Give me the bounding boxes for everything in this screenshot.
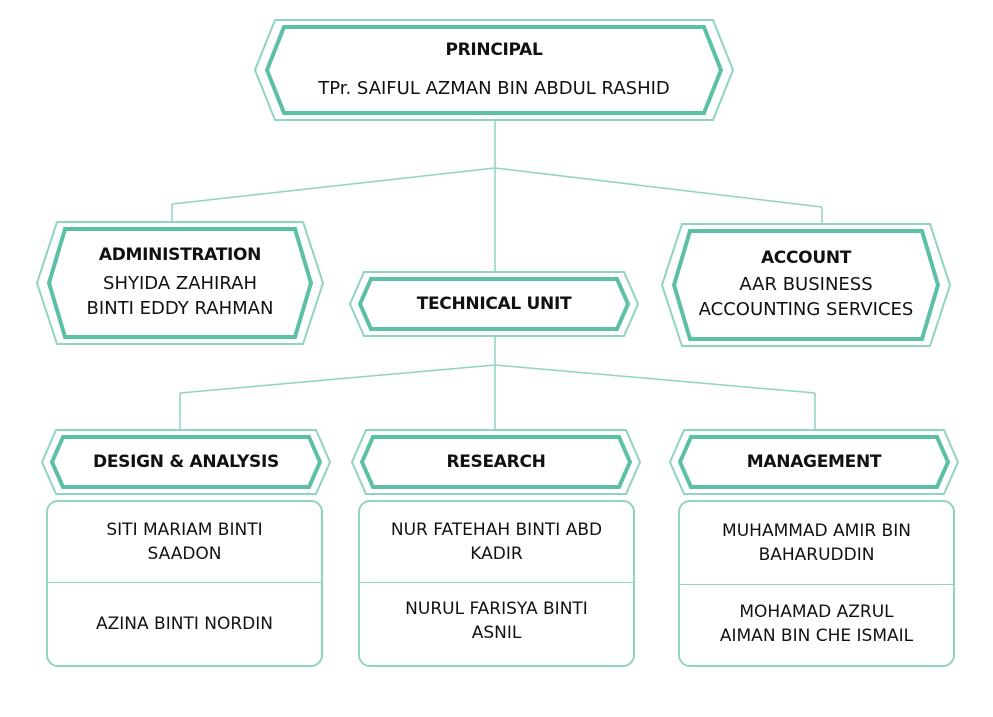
- administration-name-line2: BINTI EDDY RAHMAN: [86, 298, 274, 319]
- principal-box: PRINCIPAL TPr. SAIFUL AZMAN BIN ABDUL RA…: [253, 18, 735, 122]
- hexagon-frame: [40, 429, 332, 495]
- account-title: ACCOUNT: [760, 248, 852, 268]
- hexagon-frame: [35, 221, 325, 345]
- hexagon-frame: [348, 271, 640, 337]
- member-name-line1: NUR FATEHAH BINTI ABD: [390, 520, 603, 540]
- member-cell: AZINA BINTI NORDIN: [48, 583, 321, 665]
- technical-unit-title: TECHNICAL UNIT: [416, 294, 572, 314]
- design-analysis-title: DESIGN & ANALYSIS: [93, 452, 279, 472]
- member-cell: MUHAMMAD AMIR BIN BAHARUDDIN: [680, 502, 953, 584]
- administration-box: ADMINISTRATION SHYIDA ZAHIRAH BINTI EDDY…: [35, 220, 325, 346]
- member-cell: NUR FATEHAH BINTI ABD KADIR: [360, 502, 633, 582]
- connector-to-design: [179, 364, 496, 394]
- technical-unit-box: TECHNICAL UNIT: [348, 270, 640, 338]
- administration-name-line1: SHYIDA ZAHIRAH: [103, 273, 257, 294]
- design-analysis-box: DESIGN & ANALYSIS: [40, 428, 332, 496]
- member-name-line2: SAADON: [147, 544, 222, 564]
- connector-to-administration: [171, 167, 496, 205]
- member-name-line1: NURUL FARISYA BINTI: [405, 599, 588, 619]
- divider: [360, 582, 633, 583]
- member-name-line2: ASNIL: [471, 623, 522, 643]
- research-title: RESEARCH: [446, 452, 546, 472]
- hexagon-frame: [350, 429, 642, 495]
- design-analysis-members-card: SITI MARIAM BINTI SAADON AZINA BINTI NOR…: [46, 500, 323, 667]
- research-box: RESEARCH: [350, 428, 642, 496]
- member-name-line1: MOHAMAD AZRUL: [739, 602, 894, 622]
- principal-title: PRINCIPAL: [445, 39, 543, 60]
- management-box: MANAGEMENT: [668, 428, 960, 496]
- management-title: MANAGEMENT: [746, 452, 882, 472]
- management-members-card: MUHAMMAD AMIR BIN BAHARUDDIN MOHAMAD AZR…: [678, 500, 955, 667]
- account-name-line2: ACCOUNTING SERVICES: [698, 299, 914, 320]
- member-name-line2: BAHARUDDIN: [758, 545, 875, 565]
- member-name-line1: SITI MARIAM BINTI: [106, 520, 263, 540]
- research-members-card: NUR FATEHAH BINTI ABD KADIR NURUL FARISY…: [358, 500, 635, 667]
- hexagon-frame: [253, 19, 735, 121]
- divider: [48, 582, 321, 583]
- member-name-line1: MUHAMMAD AMIR BIN: [722, 521, 911, 541]
- account-box: ACCOUNT AAR BUSINESS ACCOUNTING SERVICES: [660, 222, 952, 348]
- member-cell: MOHAMAD AZRUL AIMAN BIN CHE ISMAIL: [680, 585, 953, 663]
- hexagon-frame: [660, 223, 952, 347]
- administration-title: ADMINISTRATION: [98, 245, 262, 265]
- member-cell: NURUL FARISYA BINTI ASNIL: [360, 583, 633, 659]
- hexagon-frame: [668, 429, 960, 495]
- connector-to-account: [494, 167, 823, 208]
- member-name-line2: KADIR: [470, 544, 523, 564]
- member-cell: SITI MARIAM BINTI SAADON: [48, 502, 321, 582]
- member-name-line2: AIMAN BIN CHE ISMAIL: [719, 626, 914, 646]
- member-name-line1: AZINA BINTI NORDIN: [96, 614, 273, 634]
- account-name-line1: AAR BUSINESS: [739, 274, 873, 295]
- divider: [680, 584, 953, 585]
- connector-to-management: [494, 364, 816, 394]
- principal-name: TPr. SAIFUL AZMAN BIN ABDUL RASHID: [318, 77, 670, 99]
